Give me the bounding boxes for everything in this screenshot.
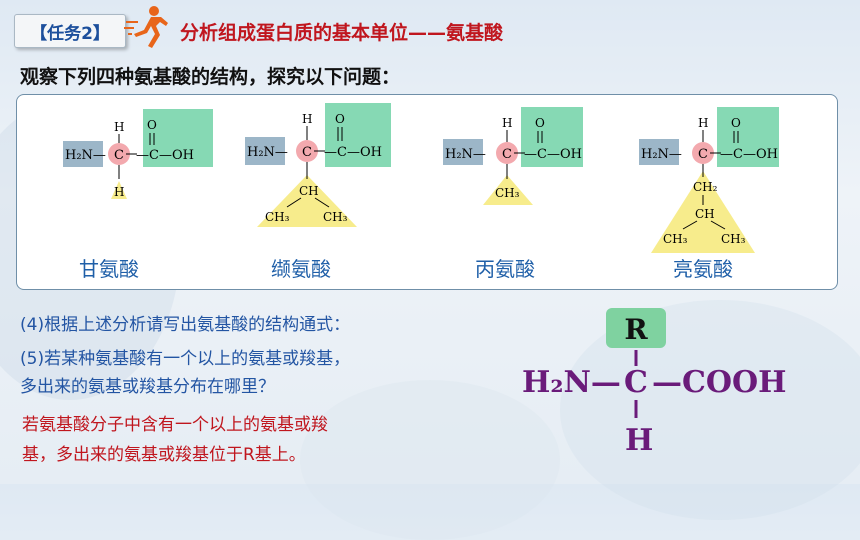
svg-text:O: O (731, 116, 741, 130)
valine-label: 缬氨酸 (271, 257, 331, 281)
alanine-label: 丙氨酸 (475, 257, 535, 281)
question-4: (4)根据上述分析请写出氨基酸的结构通式： (20, 315, 351, 335)
formula-amino: H₂N— (522, 365, 621, 400)
glycine-label: 甘氨酸 (79, 257, 139, 281)
answer-line-2: 基，多出来的氨基或羧基位于R基上。 (22, 445, 306, 465)
amino-acid-panel: H₂N— C —C—OH H H O 甘氨酸 H₂N— C —C—OH H (16, 94, 838, 290)
svg-text:C: C (302, 145, 312, 160)
svg-text:C: C (114, 148, 124, 163)
svg-text:CH₃: CH₃ (663, 232, 688, 246)
svg-text:CH₃: CH₃ (265, 210, 290, 224)
svg-text:—C—OH: —C—OH (720, 147, 778, 162)
answer-line-1: 若氨基酸分子中含有一个以上的氨基或羧 (22, 415, 328, 435)
svg-text:H: H (302, 112, 312, 126)
svg-text:CH₂: CH₂ (693, 180, 718, 194)
svg-text:—C—OH: —C—OH (136, 148, 194, 163)
leucine-label: 亮氨酸 (673, 257, 733, 281)
svg-text:O: O (335, 112, 345, 126)
leucine-structure: H₂N— C —C—OH H CH₂ CH CH₃ CH₃ O (633, 95, 813, 255)
question-5-line-2: 多出来的氨基或羧基分布在哪里？ (20, 377, 275, 397)
running-person-icon (124, 6, 168, 48)
svg-text:—C—OH: —C—OH (324, 145, 382, 160)
svg-text:H: H (502, 116, 512, 130)
svg-text:H: H (698, 116, 708, 130)
general-formula: R H₂N— C —COOH H (522, 308, 787, 458)
svg-text:O: O (535, 116, 545, 130)
svg-text:—C—OH: —C—OH (524, 147, 582, 162)
formula-hydrogen: H (625, 423, 653, 458)
svg-text:C: C (698, 147, 708, 162)
svg-text:CH: CH (299, 184, 319, 198)
svg-text:CH₃: CH₃ (495, 186, 520, 200)
formula-carbon: C (624, 365, 648, 400)
svg-text:O: O (147, 118, 157, 132)
svg-text:H₂N—: H₂N— (641, 147, 682, 162)
formula-carboxyl: —COOH (652, 365, 787, 400)
question-5-line-1: (5)若某种氨基酸有一个以上的氨基或羧基， (20, 349, 351, 369)
svg-text:CH₃: CH₃ (323, 210, 348, 224)
alanine-structure: H₂N— C —C—OH H CH₃ O (437, 95, 607, 215)
svg-text:CH: CH (695, 207, 715, 221)
svg-text:CH₃: CH₃ (721, 232, 746, 246)
svg-text:C: C (502, 147, 512, 162)
r-group: R (624, 313, 648, 346)
page-title: 分析组成蛋白质的基本单位——氨基酸 (180, 22, 504, 44)
valine-structure: H₂N— C —C—OH H CH CH₃ CH₃ O (239, 95, 409, 235)
task-label: 【任务2】 (14, 14, 126, 48)
subtitle: 观察下列四种氨基酸的结构，探究以下问题： (20, 66, 401, 88)
glycine-structure: H₂N— C —C—OH H H O (57, 95, 217, 215)
svg-text:H: H (114, 120, 124, 134)
svg-text:H₂N—: H₂N— (445, 147, 486, 162)
svg-text:H₂N—: H₂N— (247, 145, 288, 160)
svg-text:H: H (114, 185, 124, 199)
svg-text:H₂N—: H₂N— (65, 148, 106, 163)
